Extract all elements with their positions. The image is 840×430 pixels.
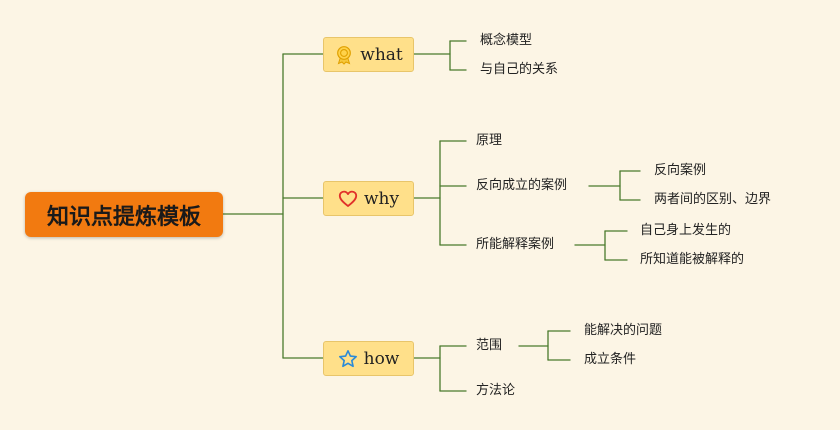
leaf-explainable-cases[interactable]: 所能解释案例 (476, 237, 555, 252)
leaf-solvable-problems[interactable]: 能解决的问题 (584, 323, 663, 338)
leaf-counter-cases[interactable]: 反向成立的案例 (476, 178, 568, 193)
leaf-methodology[interactable]: 方法论 (476, 383, 516, 398)
leaf-relation-to-self[interactable]: 与自己的关系 (480, 62, 559, 77)
heart-icon (338, 189, 358, 209)
branch-how-label: how (363, 348, 400, 369)
award-ribbon-icon (334, 45, 354, 65)
branch-what[interactable]: what (323, 37, 414, 72)
root-topic[interactable]: 知识点提炼模板 (25, 192, 223, 237)
leaf-principle[interactable]: 原理 (476, 133, 503, 148)
leaf-scope[interactable]: 范围 (476, 338, 503, 353)
leaf-reverse-case[interactable]: 反向案例 (654, 163, 707, 178)
leaf-concept-model[interactable]: 概念模型 (480, 33, 533, 48)
star-icon (338, 349, 358, 369)
branch-what-label: what (360, 44, 403, 65)
branch-why[interactable]: why (323, 181, 414, 216)
leaf-difference-boundary[interactable]: 两者间的区别、边界 (654, 192, 772, 207)
root-topic-label: 知识点提炼模板 (46, 204, 201, 230)
branch-why-label: why (363, 188, 400, 209)
leaf-known-explainable[interactable]: 所知道能被解释的 (640, 252, 745, 267)
branch-how[interactable]: how (323, 341, 414, 376)
leaf-own-experience[interactable]: 自己身上发生的 (640, 223, 732, 238)
leaf-conditions[interactable]: 成立条件 (584, 352, 637, 367)
